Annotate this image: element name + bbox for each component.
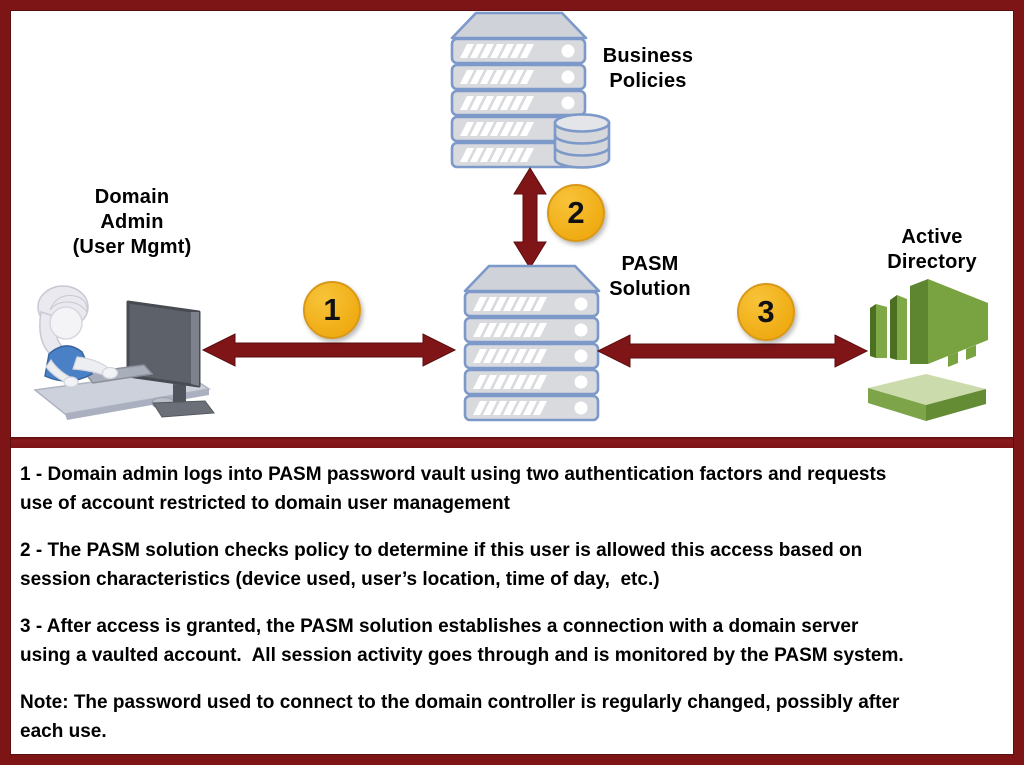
label-line: PASM <box>621 253 679 275</box>
arrow-step-2-icon <box>513 167 547 269</box>
note-paragraph-note: Note: The password used to connect to th… <box>20 688 1006 746</box>
step-number: 3 <box>757 294 775 329</box>
label-line: Domain <box>94 186 170 208</box>
label-line: Business <box>602 45 694 67</box>
note-line: 2 - The PASM solution checks policy to d… <box>20 540 863 561</box>
notes-section: 1 - Domain admin logs into PASM password… <box>10 448 1014 755</box>
label-active-directory: Active Directory <box>876 225 988 275</box>
section-divider <box>0 437 1024 448</box>
note-line: 1 - Domain admin logs into PASM password… <box>20 464 887 485</box>
label-business-policies: Business Policies <box>588 44 708 94</box>
label-line: Admin <box>100 211 164 233</box>
note-line: each use. <box>20 721 107 742</box>
arrow-step-1-icon <box>201 333 457 367</box>
database-icon <box>553 113 611 169</box>
note-line: session characteristics (device used, us… <box>20 569 660 590</box>
active-directory-icon <box>868 279 988 421</box>
note-line: Note: The password used to connect to th… <box>20 692 900 713</box>
note-line: 3 - After access is granted, the PASM so… <box>20 616 859 637</box>
note-paragraph-2: 2 - The PASM solution checks policy to d… <box>20 536 1006 594</box>
label-pasm-solution: PASM Solution <box>598 252 702 302</box>
pasm-server-icon <box>463 264 601 423</box>
note-line: use of account restricted to domain user… <box>20 493 510 514</box>
label-line: Directory <box>887 251 977 273</box>
label-line: (User Mgmt) <box>72 236 192 258</box>
diagram-section: Business Policies 2 PASM Solution Domain… <box>33 11 988 437</box>
step-badge-2: 2 <box>547 184 605 242</box>
step-badge-1: 1 <box>303 281 361 339</box>
step-number: 2 <box>567 195 585 230</box>
step-number: 1 <box>323 292 341 327</box>
label-line: Policies <box>609 70 687 92</box>
label-line: Active <box>901 226 963 248</box>
note-paragraph-1: 1 - Domain admin logs into PASM password… <box>20 460 1006 518</box>
label-domain-admin: Domain Admin (User Mgmt) <box>62 185 202 260</box>
business-policies-server-icon <box>450 11 588 170</box>
note-line: using a vaulted account. All session act… <box>20 645 904 666</box>
label-line: Solution <box>609 278 691 300</box>
note-paragraph-3: 3 - After access is granted, the PASM so… <box>20 612 1006 670</box>
domain-admin-workstation-icon <box>33 285 215 420</box>
step-badge-3: 3 <box>737 283 795 341</box>
arrow-step-3-icon <box>596 334 869 368</box>
